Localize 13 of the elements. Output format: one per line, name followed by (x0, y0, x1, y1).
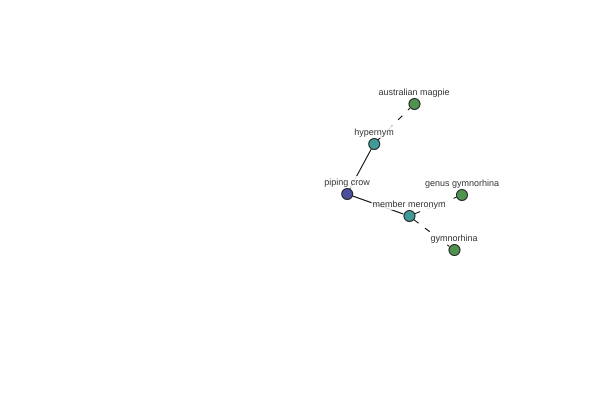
graph-node (429, 232, 479, 256)
graph-node (377, 86, 451, 110)
node-label: genus gymnorhina (424, 177, 500, 189)
node-label: australian magpie (377, 86, 451, 98)
graph-node (323, 176, 371, 200)
node-label: hypernym (353, 126, 395, 138)
node-label: member meronym (372, 198, 446, 210)
graph-node (353, 126, 395, 150)
dashed-connector (378, 108, 410, 140)
node-label: gymnorhina (429, 232, 479, 244)
graph-node (372, 198, 446, 222)
node-label: piping crow (323, 176, 371, 188)
graph-node (424, 177, 500, 201)
